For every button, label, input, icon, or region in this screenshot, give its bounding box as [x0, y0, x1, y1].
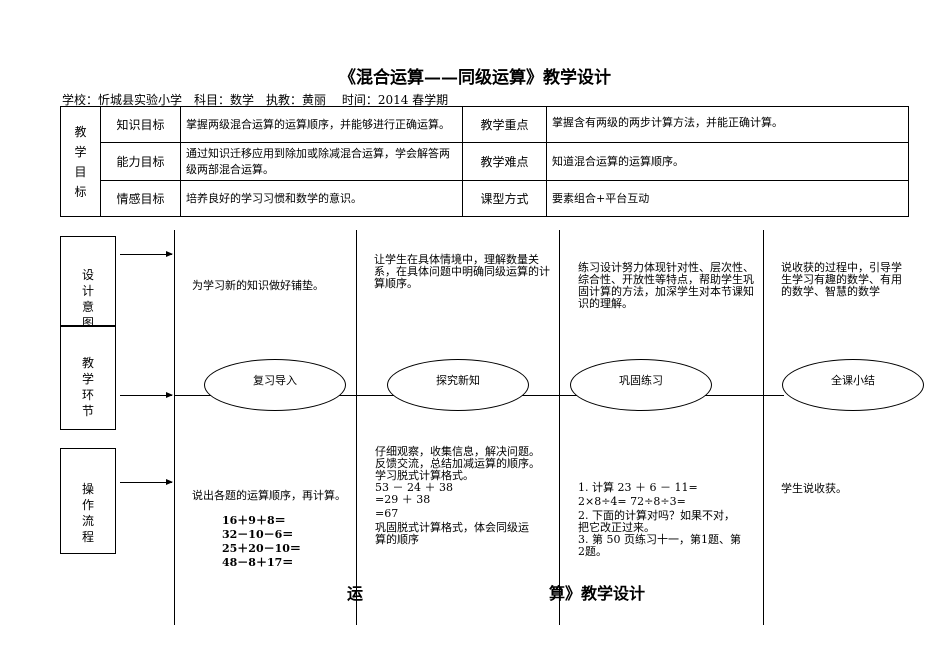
equation: 16＋9＋8＝ [222, 514, 286, 527]
key-text-difficulty: 知道混合运算的运算顺序。 [546, 142, 909, 181]
op-summary: 学生说收获。 [781, 482, 847, 495]
op-review-intro: 说出各题的运算顺序，再计算。 [192, 489, 346, 502]
op-practice: 1. 计算 23 ＋ 6 － 11= 2×8÷4= 72÷8÷3= 2. 下面的… [578, 481, 741, 558]
ghost-title-right: 算》教学设计 [549, 584, 646, 603]
key-text-focus: 掌握含有两级的两步计算方法，并能正确计算。 [546, 106, 909, 143]
equation: 48－8＋17＝ [222, 556, 294, 569]
key-label-difficulty: 教学难点 [462, 142, 547, 181]
goal-text-ability: 通过知识迁移应用到除加或除减混合运算，学会解答两级两部混合运算。 [180, 142, 463, 181]
equation: 25＋20－10＝ [222, 542, 301, 555]
page-title: 《混合运算——同级运算》教学设计 [339, 68, 611, 88]
column-divider [559, 230, 560, 625]
goal-label-emotion: 情感目标 [100, 180, 181, 217]
stage-practice: 巩固练习 [570, 359, 712, 411]
op-explore: 仔细观察，收集信息，解决问题。 反馈交流，总结加减运算的顺序。 学习脱式计算格式… [375, 445, 540, 546]
arrow-right-icon [120, 479, 173, 485]
key-label-method: 课型方式 [462, 180, 547, 217]
ghost-title-left: 运 [347, 584, 364, 603]
row-label-design-intent: 设计意图 [60, 236, 116, 330]
goals-table: 教学目标 知识目标 掌握两级混合运算的运算顺序，并能够进行正确运算。 教学重点 … [60, 106, 909, 217]
row-label-teaching-stage: 教学环节 [60, 326, 116, 430]
goals-side-label: 教学目标 [60, 106, 101, 217]
intent-review: 为学习新的知识做好铺垫。 [192, 279, 324, 292]
key-text-method: 要素组合+平台互动 [546, 180, 909, 217]
op-review-equations: 16＋9＋8＝ 32－10－6＝ 25＋20－10＝ 48－8＋17＝ [222, 514, 301, 570]
lesson-meta: 学校：忻城县实验小学 科目：数学 执教：黄丽 时间：2014 春学期 [62, 93, 449, 107]
goal-text-emotion: 培养良好的学习习惯和数学的意识。 [180, 180, 463, 217]
goal-label-ability: 能力目标 [100, 142, 181, 181]
goal-text-knowledge: 掌握两级混合运算的运算顺序，并能够进行正确运算。 [180, 106, 463, 143]
column-divider [763, 230, 764, 625]
row-label-operation-flow: 操作流程 [60, 448, 116, 554]
equation: 32－10－6＝ [222, 528, 294, 541]
intent-summary: 说收获的过程中，引导学生学习有趣的数学、有用的数学、智慧的数学 [781, 261, 902, 298]
column-divider [174, 230, 175, 625]
arrow-right-icon [120, 392, 173, 398]
goal-label-knowledge: 知识目标 [100, 106, 181, 143]
column-divider [356, 230, 357, 625]
stage-review: 复习导入 [204, 359, 346, 411]
intent-practice: 练习设计努力体现针对性、层次性、综合性、开放性等特点，帮助学生巩固计算的方法，加… [578, 261, 754, 310]
key-label-focus: 教学重点 [462, 106, 547, 143]
intent-explore: 让学生在具体情境中，理解数量关系，在具体问题中明确同级运算的计算顺序。 [374, 253, 550, 290]
stage-explore: 探究新知 [387, 359, 529, 411]
arrow-right-icon [120, 251, 173, 257]
stage-summary: 全课小结 [782, 359, 924, 411]
